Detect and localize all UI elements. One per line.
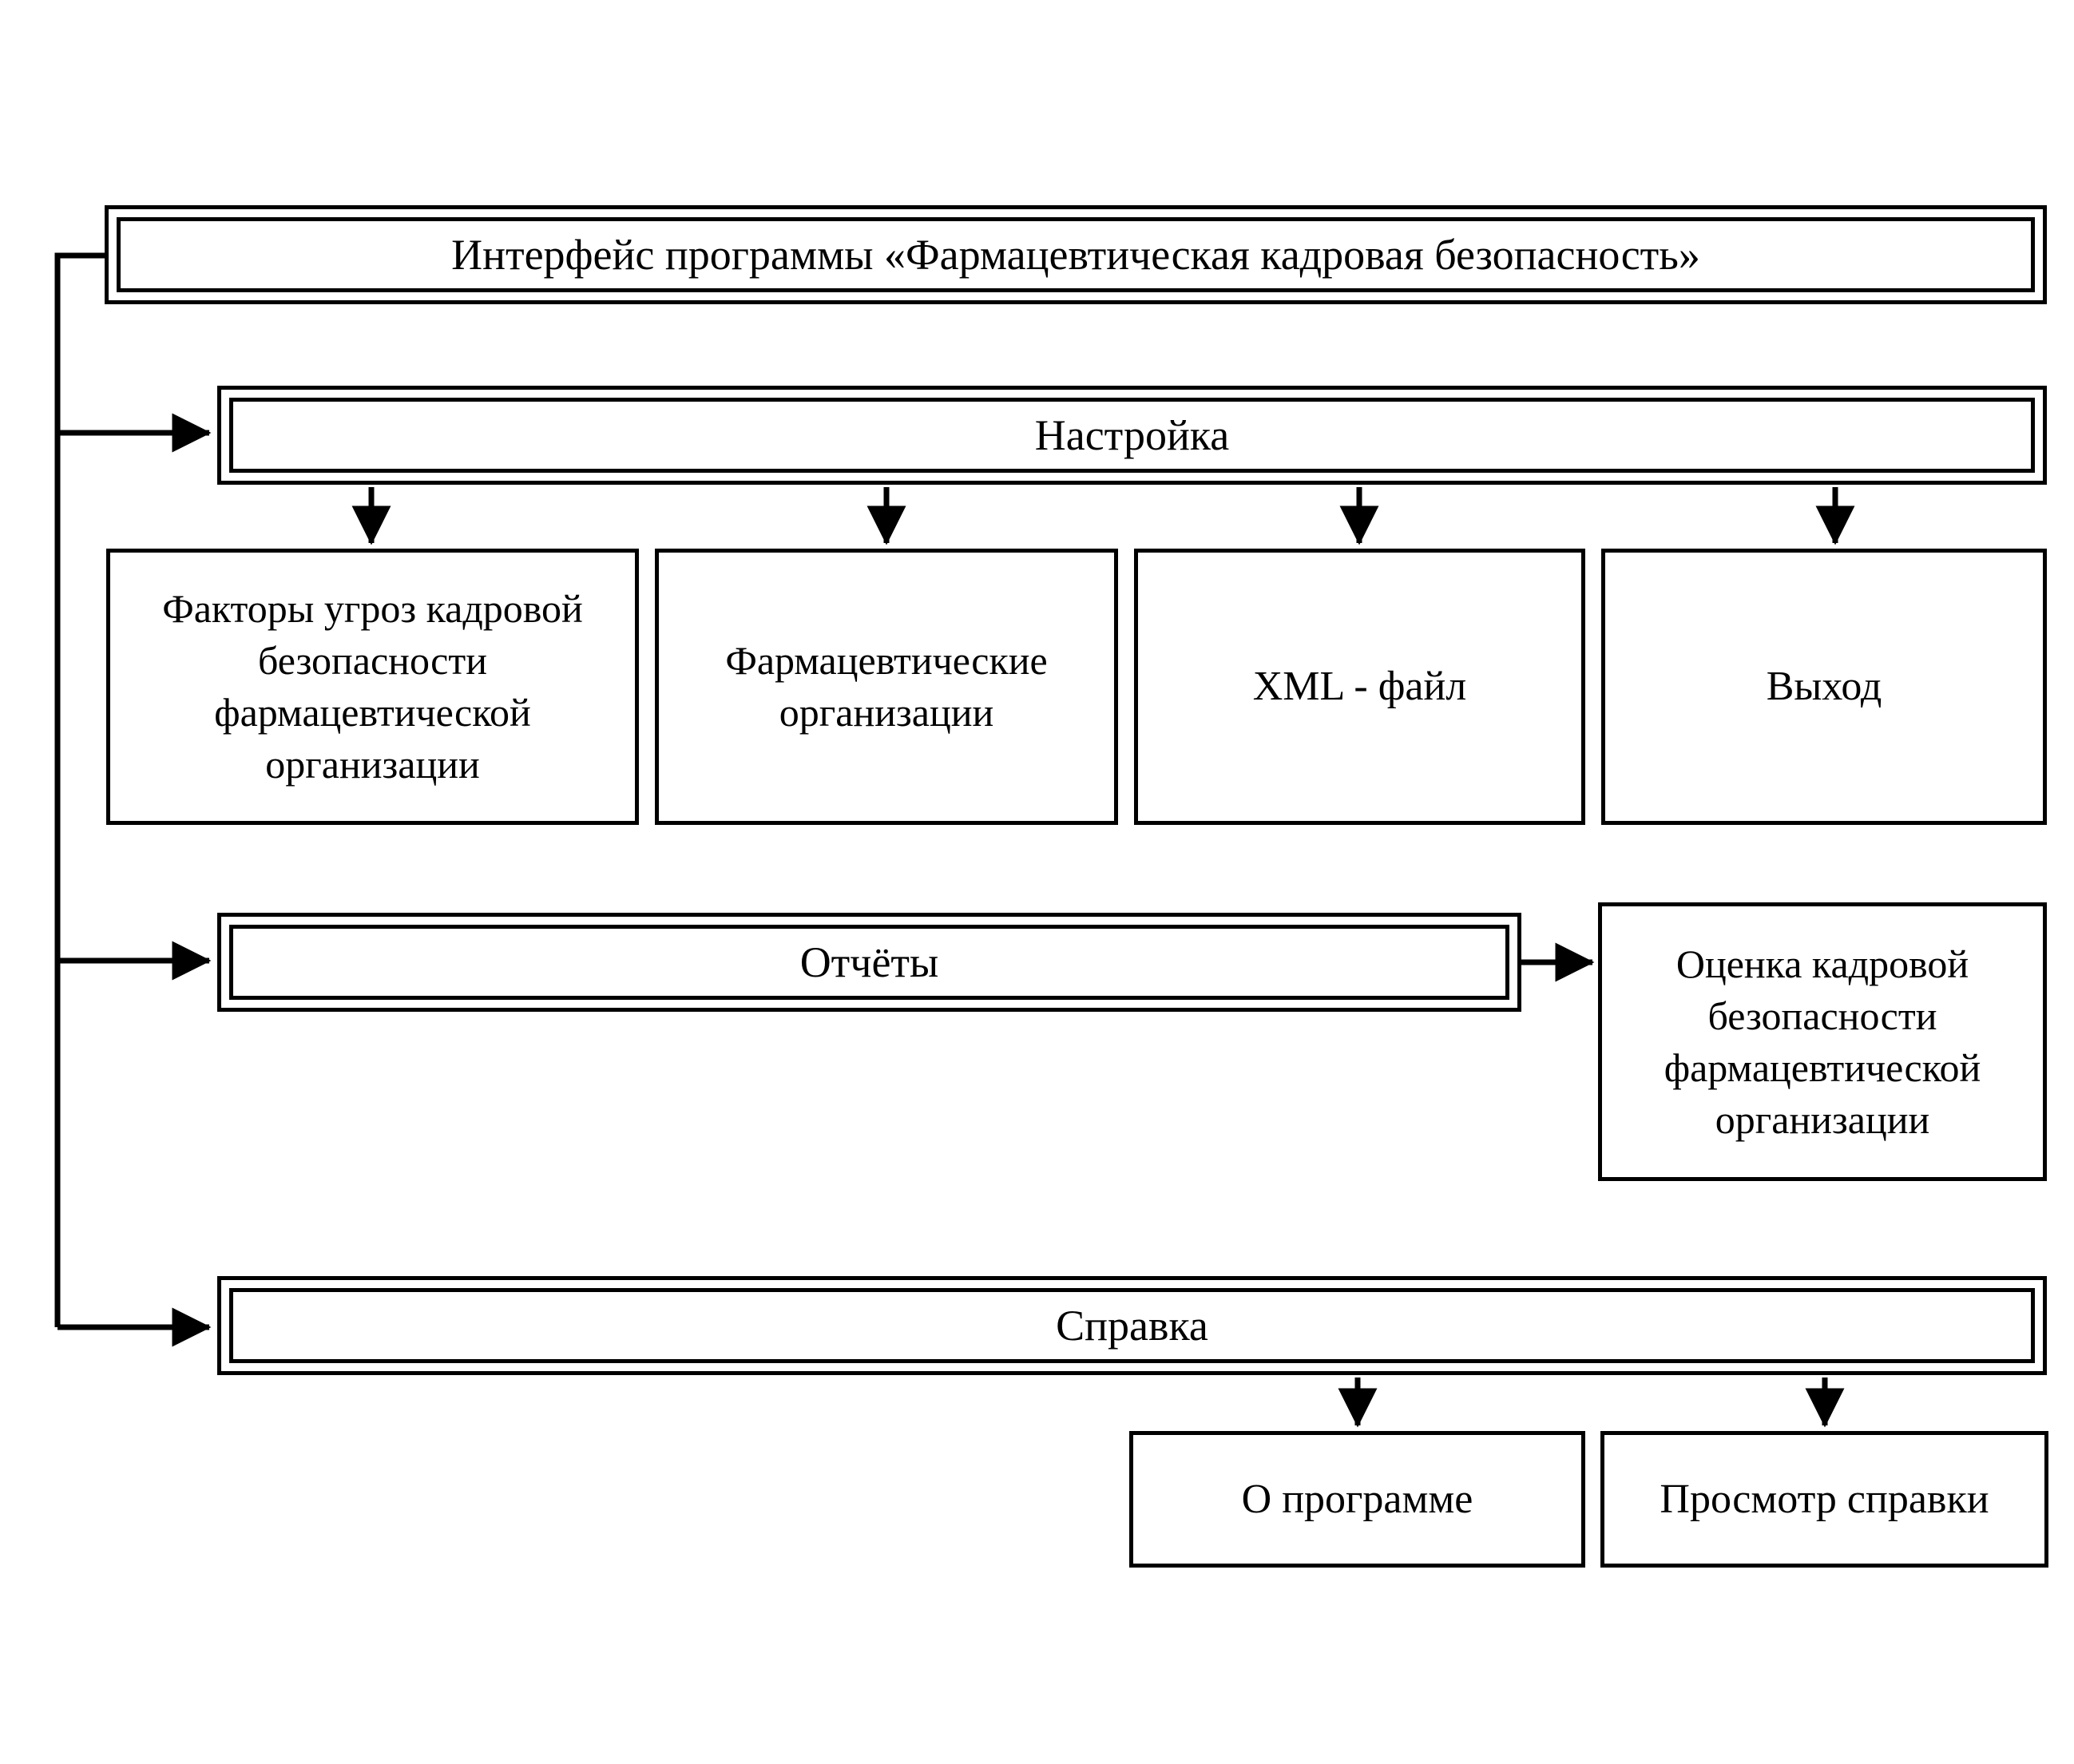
node-assessment[interactable]: Оценка кадровой безопасности фармацевтич…: [1598, 902, 2047, 1181]
node-settings[interactable]: Настройка: [217, 386, 2047, 485]
node-help-frame: Справка: [229, 1288, 2035, 1363]
node-reports-label: Отчёты: [799, 937, 939, 986]
node-settings-frame: Настройка: [229, 398, 2035, 473]
node-about-label: О программе: [1241, 1476, 1473, 1522]
node-pharmaceutical-organizations-label: Фармацевтические организации: [725, 638, 1048, 735]
node-about[interactable]: О программе: [1129, 1431, 1585, 1568]
node-assessment-label: Оценка кадровой безопасности фармацевтич…: [1664, 941, 1981, 1142]
node-view-help-label: Просмотр справки: [1660, 1476, 1989, 1522]
node-exit-label: Выход: [1766, 664, 1882, 710]
node-interface-frame: Интерфейс программы «Фармацевтическая ка…: [117, 217, 2035, 292]
node-reports-frame: Отчёты: [229, 925, 1509, 1000]
node-xml-file[interactable]: XML - файл: [1134, 549, 1585, 825]
node-interface-label: Интерфейс программы «Фармацевтическая ка…: [451, 230, 1700, 279]
edge-interface-spine: [54, 252, 105, 1327]
node-reports[interactable]: Отчёты: [217, 913, 1521, 1012]
node-help-label: Справка: [1056, 1301, 1208, 1350]
node-view-help[interactable]: Просмотр справки: [1600, 1431, 2048, 1568]
node-pharmaceutical-organizations[interactable]: Фармацевтические организации: [655, 549, 1118, 825]
node-settings-label: Настройка: [1034, 410, 1230, 459]
node-xml-file-label: XML - файл: [1252, 664, 1467, 710]
node-help[interactable]: Справка: [217, 1276, 2047, 1375]
node-threat-factors[interactable]: Факторы угроз кадровой безопасности фарм…: [106, 549, 639, 825]
node-exit[interactable]: Выход: [1601, 549, 2047, 825]
node-threat-factors-label: Факторы угроз кадровой безопасности фарм…: [162, 586, 583, 787]
node-interface[interactable]: Интерфейс программы «Фармацевтическая ка…: [105, 205, 2047, 304]
